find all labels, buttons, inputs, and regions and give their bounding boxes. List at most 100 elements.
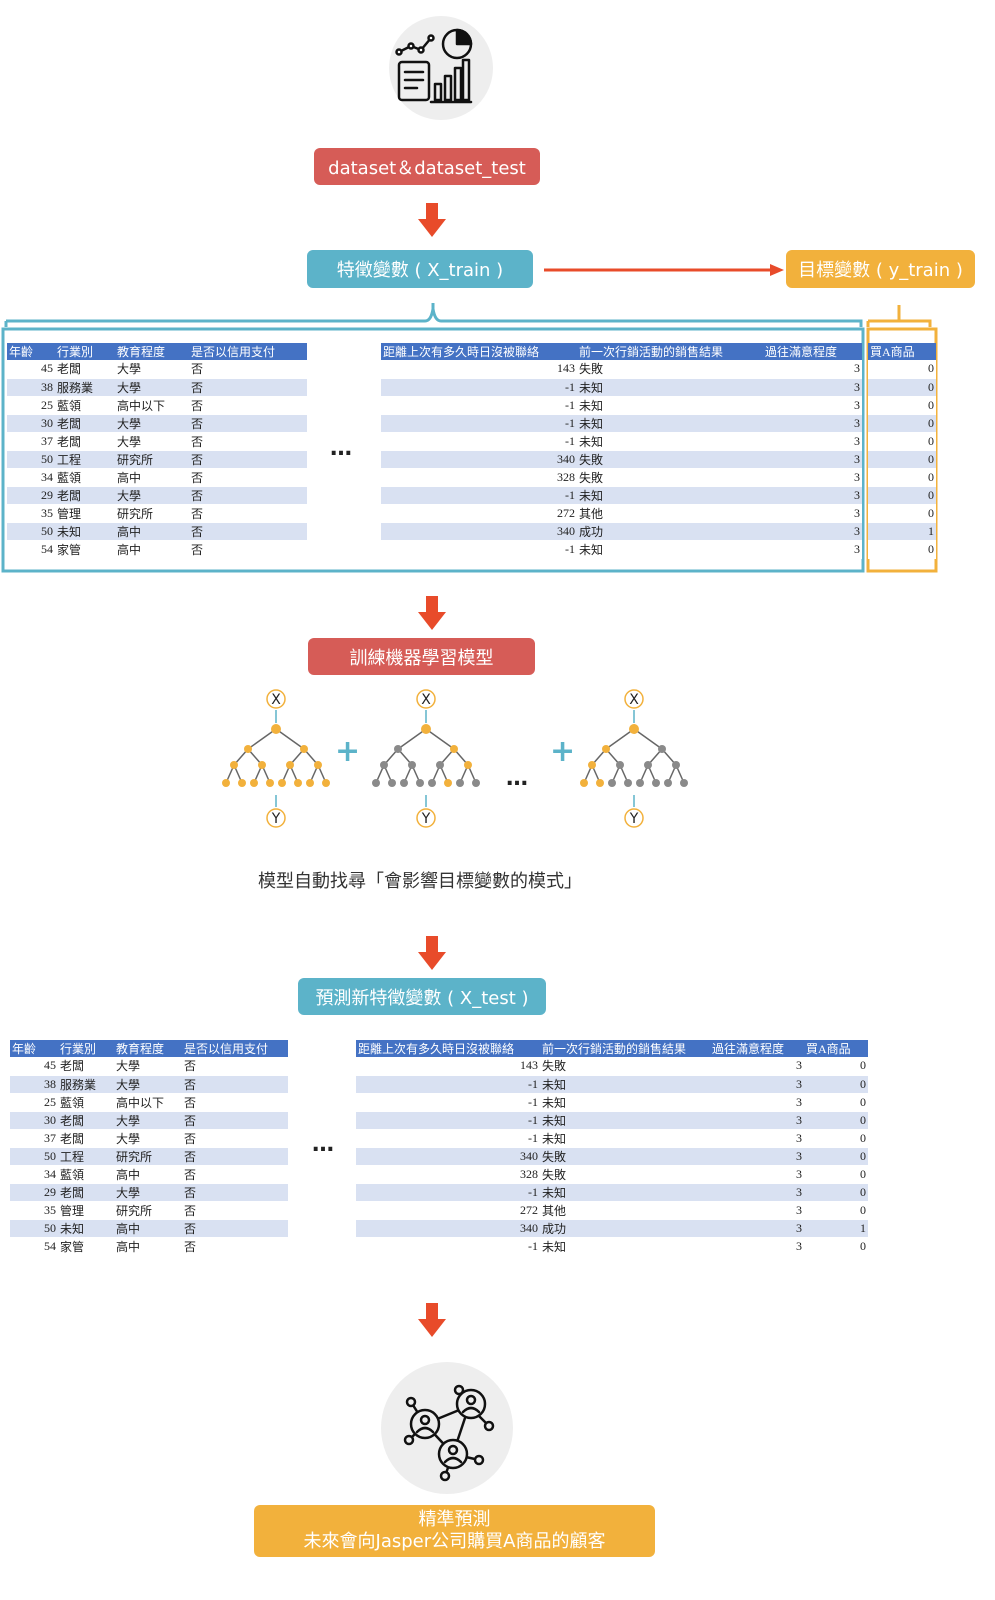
cell-satisfaction: 3 [763,396,862,415]
cell-industry: 老闆 [55,486,115,505]
table-header-row: 距離上次有多久時日沒被聯絡 前一次行銷活動的銷售結果 過往滿意程度 [381,343,862,360]
col-header-industry: 行業別 [58,1040,114,1057]
table-row: 0 [868,504,936,523]
cell-buy: 1 [868,522,936,541]
col-header-education: 教育程度 [114,1040,182,1057]
cell-days: -1 [356,1075,540,1094]
cell-days: -1 [381,540,577,559]
tree-node [400,779,408,787]
cell-education: 大學 [115,486,189,505]
cell-credit: 否 [182,1183,288,1202]
result-line-2: 未來會向Jasper公司購買A商品的顧客 [303,1531,606,1552]
table-row: 0 [868,468,936,487]
col-header-days: 距離上次有多久時日沒被聯絡 [356,1040,540,1057]
cell-industry: 未知 [55,522,115,541]
tree-node [428,779,436,787]
table-row: 0 [868,360,936,379]
cell-buy: 0 [868,378,936,397]
cell-satisfaction: 3 [710,1165,804,1184]
cell-buy: 0 [868,450,936,469]
test-ellipsis: … [312,1132,336,1157]
cell-industry: 老闆 [58,1111,114,1130]
tree-edge [247,728,277,750]
tree-node [271,724,281,734]
cell-credit: 否 [189,396,307,415]
table-row: 0 [868,432,936,451]
cell-prev-result: 未知 [577,378,763,397]
features-train-label: 特徵變數 ( X_train ) [336,260,504,281]
cell-age: 34 [10,1165,58,1184]
cell-days: 143 [356,1057,540,1076]
cell-credit: 否 [189,432,307,451]
col-header-prev-result: 前一次行銷活動的銷售結果 [577,343,763,360]
cell-age: 37 [7,432,55,451]
train-ellipsis: … [330,436,354,461]
tree-node [616,761,624,769]
cell-education: 高中 [114,1219,182,1238]
bottom-icon-circle [381,1362,513,1494]
cell-days: -1 [356,1183,540,1202]
model-caption: 模型自動找尋「會影響目標變數的模式」 [258,871,582,892]
cell-prev-result: 成功 [577,522,763,541]
cell-education: 高中 [115,540,189,559]
cell-credit: 否 [189,378,307,397]
cell-satisfaction: 3 [710,1093,804,1112]
cell-satisfaction: 3 [763,432,862,451]
cell-buy: 1 [804,1219,868,1238]
cell-buy: 0 [804,1111,868,1130]
col-header-prev-result: 前一次行銷活動的銷售結果 [540,1040,710,1057]
cell-age: 34 [7,468,55,487]
cell-industry: 服務業 [55,378,115,397]
cell-prev-result: 失敗 [577,468,763,487]
cell-education: 大學 [114,1129,182,1148]
col-header-credit: 是否以信用支付 [189,343,307,360]
tree-output-circle [416,808,436,828]
cell-prev-result: 未知 [577,540,763,559]
target-train-box: 目標變數 ( y_train ) [786,250,975,288]
cell-prev-result: 失敗 [577,360,763,379]
cell-prev-result: 其他 [540,1201,710,1220]
cell-buy: 0 [804,1093,868,1112]
tree-node [588,761,596,769]
cell-age: 45 [10,1057,58,1076]
cell-age: 29 [7,486,55,505]
cell-prev-result: 未知 [577,432,763,451]
table-header-row: 距離上次有多久時日沒被聯絡 前一次行銷活動的銷售結果 過往滿意程度 買A商品 [356,1040,868,1057]
cell-age: 50 [10,1147,58,1166]
cell-credit: 否 [182,1237,288,1256]
cell-credit: 否 [189,540,307,559]
tree-node [464,761,472,769]
cell-days: 340 [356,1219,540,1238]
cell-satisfaction: 3 [763,414,862,433]
cell-credit: 否 [189,504,307,523]
tree-node [266,779,274,787]
cell-education: 高中以下 [115,396,189,415]
cell-age: 54 [10,1237,58,1256]
right-arrow [544,264,784,276]
cell-buy: 0 [804,1129,868,1148]
cell-credit: 否 [189,486,307,505]
cell-education: 高中 [115,468,189,487]
table-row: 1 [868,522,936,541]
cell-prev-result: 未知 [540,1129,710,1148]
cell-age: 38 [7,378,55,397]
train-model-box: 訓練機器學習模型 [308,638,535,675]
tree-node [636,779,644,787]
predict-label: 預測新特徵變數 ( X_test ) [315,987,529,1009]
cell-age: 45 [7,360,55,379]
tree-node [658,745,666,753]
tree-output-label: Y [421,811,431,827]
cell-industry: 老闆 [58,1057,114,1076]
